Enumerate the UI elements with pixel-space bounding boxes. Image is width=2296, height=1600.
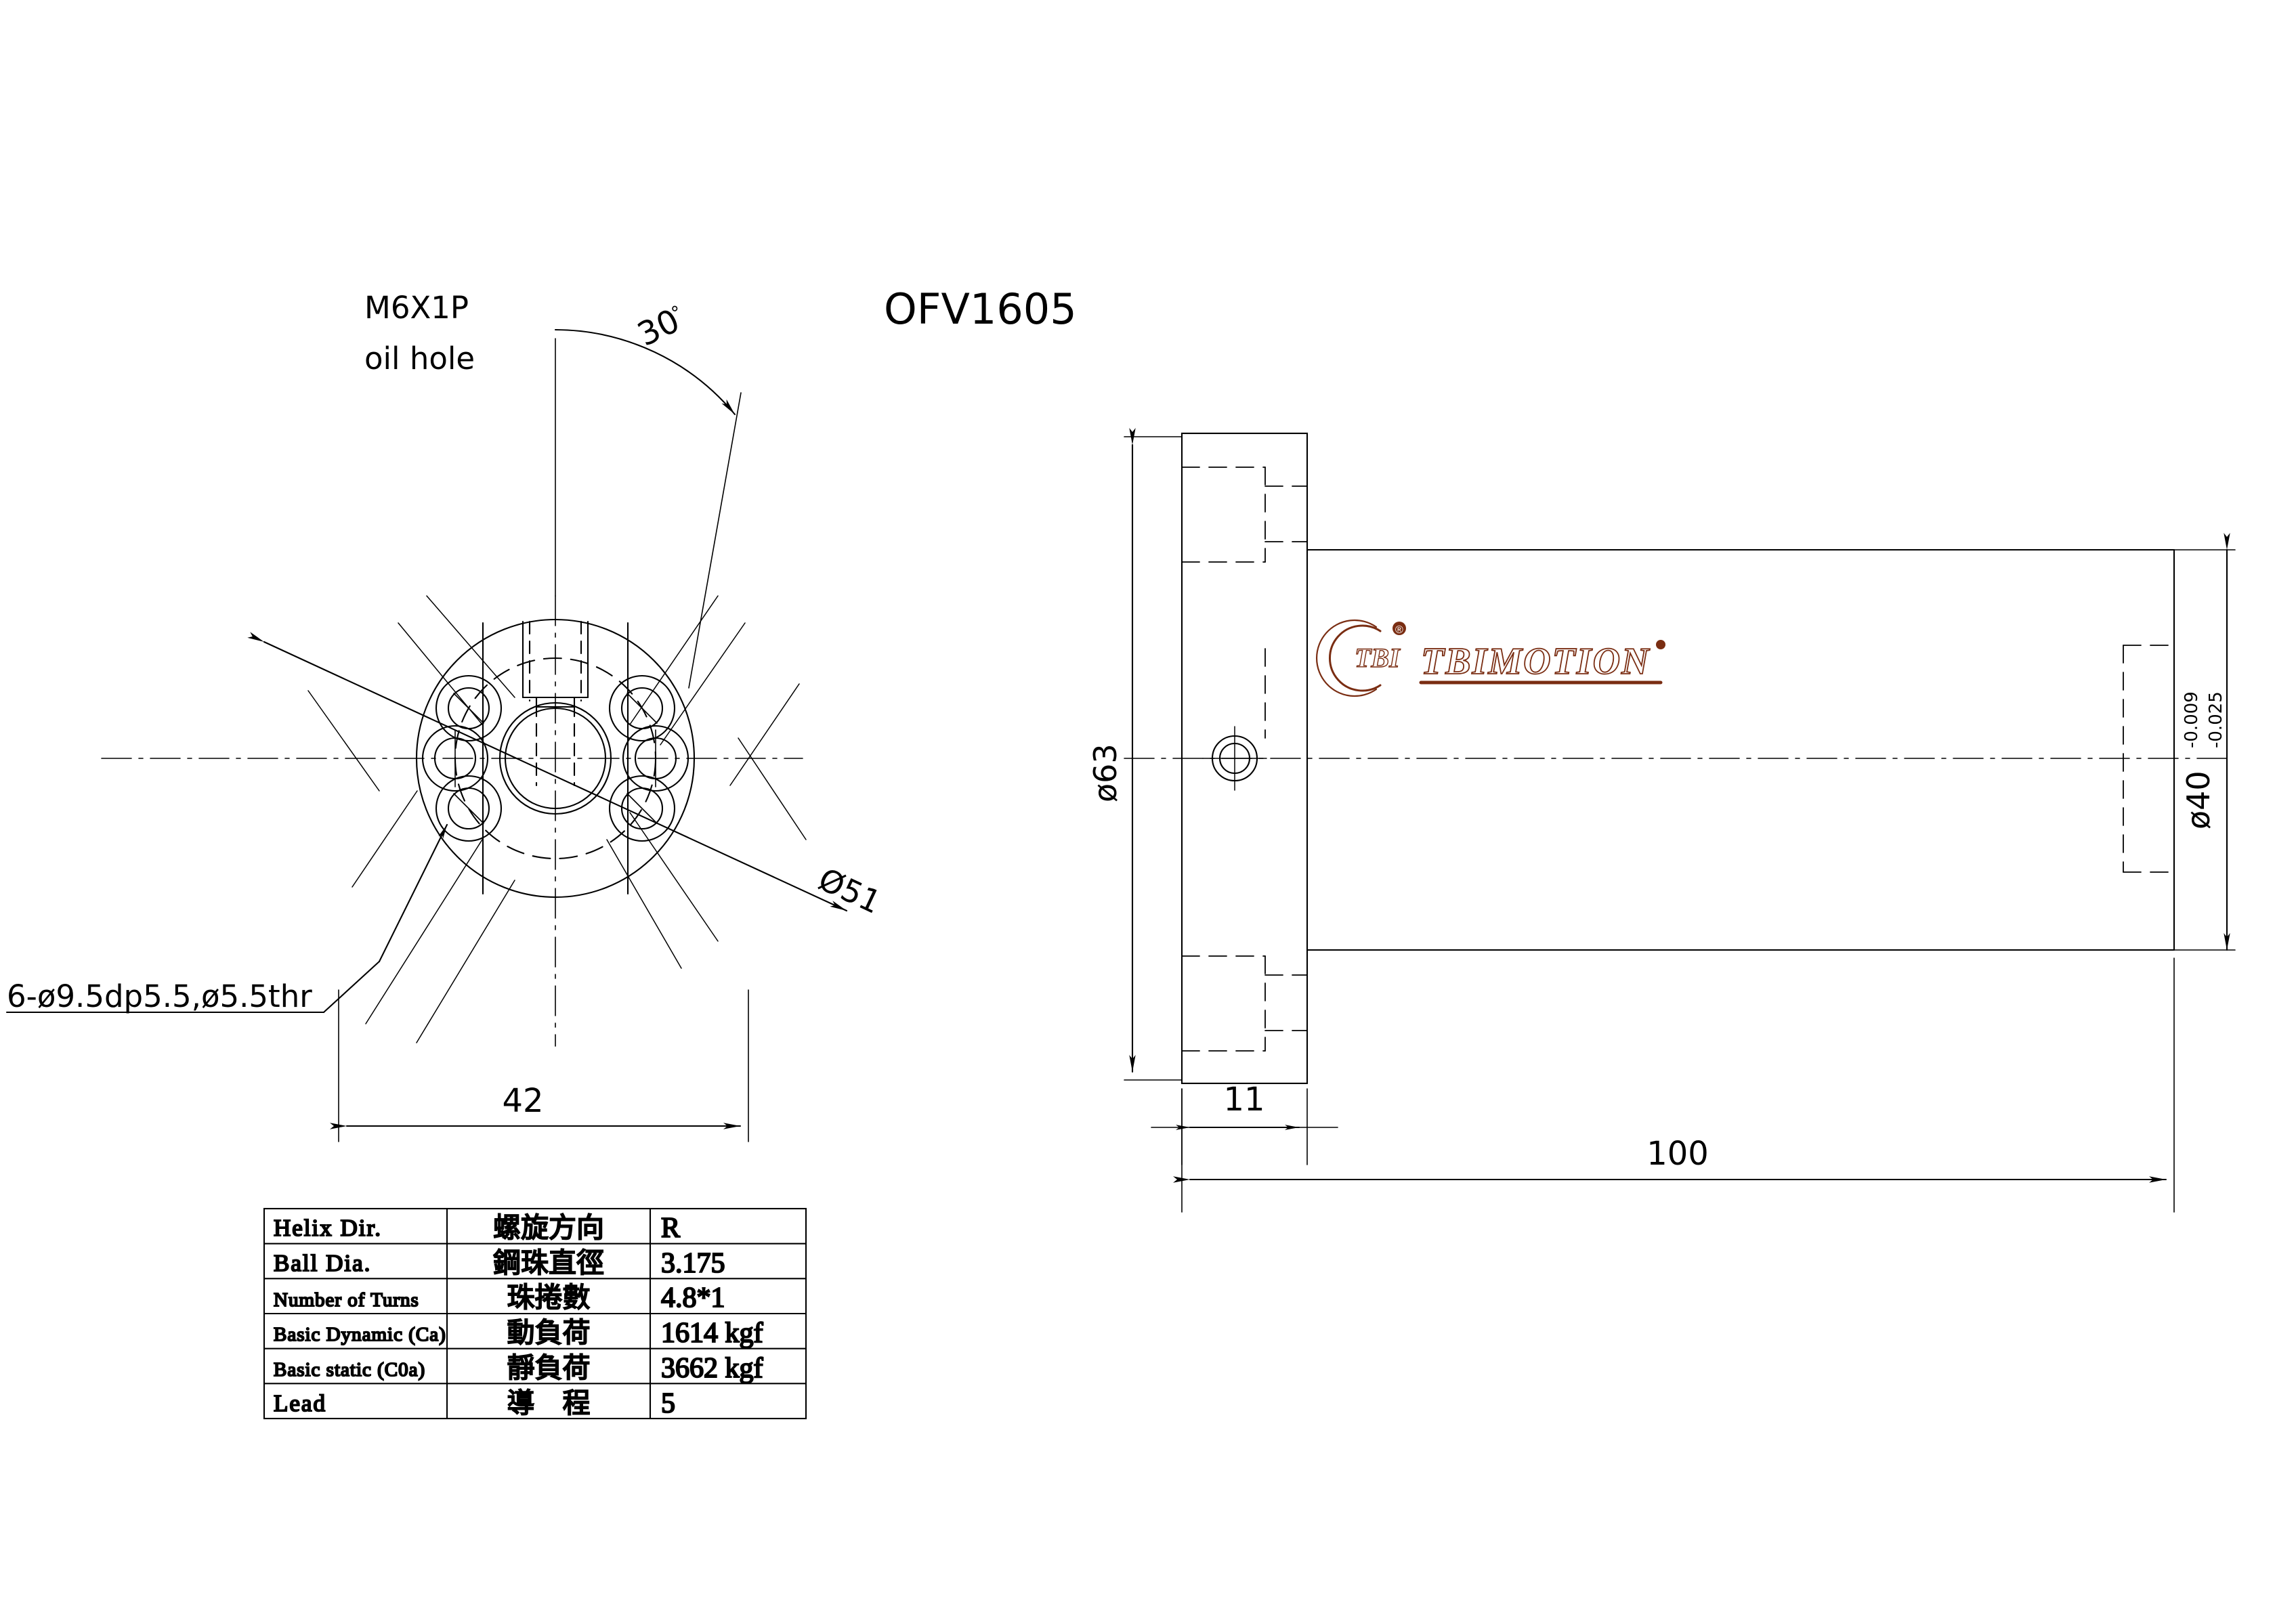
table-row: Basic static (C0a) 靜負荷 3662 kgf bbox=[273, 1352, 764, 1385]
logo-registered-icon: ® bbox=[1395, 624, 1403, 636]
angle-dimension-30 bbox=[554, 328, 742, 689]
table-cell-zh: 鋼珠直徑 bbox=[493, 1247, 604, 1278]
table-cell-zh: 珠捲數 bbox=[507, 1282, 591, 1313]
oil-hole-label-line2: oil hole bbox=[364, 341, 475, 376]
page-title: OFV1605 bbox=[884, 284, 1077, 334]
flange-front-view: M6X1P oil hole 6-ø9.5dp5.5,ø5.5thr 30 ° … bbox=[5, 290, 887, 1142]
table-row: Helix Dir. 螺旋方向 R bbox=[273, 1211, 681, 1245]
table-row: Lead 導 程 5 bbox=[273, 1387, 676, 1420]
table-cell-value: 5 bbox=[661, 1388, 675, 1419]
bolt-hole-callout-leaders bbox=[5, 595, 807, 1043]
dimension-dia40-label: ø40 bbox=[2180, 771, 2217, 829]
table-cell-en: Helix Dir. bbox=[274, 1215, 382, 1241]
logo-c-mark bbox=[1328, 624, 1382, 692]
table-row: Number of Turns 珠捲數 4.8*1 bbox=[273, 1281, 726, 1314]
nut-side-section-view: ø63 ø40 -0.009 -0.025 11 bbox=[1087, 428, 2236, 1213]
specification-table bbox=[263, 1207, 807, 1420]
table-row: Ball Dia. 鋼珠直徑 3.175 bbox=[273, 1247, 726, 1280]
dimension-100-label: 100 bbox=[1646, 1135, 1709, 1173]
table-cell-zh: 靜負荷 bbox=[507, 1352, 591, 1383]
logo-tbi-text: TBI bbox=[1355, 643, 1401, 673]
table-cell-en: Basic Dynamic (Ca) bbox=[274, 1324, 446, 1345]
table-cell-en: Lead bbox=[274, 1390, 326, 1417]
table-row: Basic Dynamic (Ca) 動負荷 1614 kgf bbox=[273, 1316, 764, 1349]
logo-wordmark: TBIMOTION bbox=[1421, 641, 1651, 683]
table-cell-en: Ball Dia. bbox=[274, 1250, 371, 1276]
table-cell-zh: 導 程 bbox=[507, 1387, 591, 1419]
dimension-11-label: 11 bbox=[1223, 1081, 1264, 1119]
table-cell-value: 3662 kgf bbox=[661, 1353, 763, 1384]
table-cell-value: R bbox=[661, 1213, 680, 1244]
nut-body-outline bbox=[1306, 548, 2175, 951]
dimension-dia63 bbox=[1124, 428, 1183, 1081]
dimension-dia40-tol-lower: -0.025 bbox=[2206, 691, 2226, 748]
bolt-hole-callout-label: 6-ø9.5dp5.5,ø5.5thr bbox=[7, 978, 312, 1014]
table-cell-zh: 動負荷 bbox=[507, 1317, 591, 1348]
flange-hidden-counterbore-lower bbox=[1181, 955, 1308, 1052]
dimension-dia40-tol-upper: -0.009 bbox=[2182, 691, 2202, 748]
logo-trailing-dot bbox=[1656, 640, 1665, 649]
table-cell-value: 3.175 bbox=[661, 1248, 725, 1279]
table-cell-value: 4.8*1 bbox=[661, 1282, 725, 1314]
bolt-circle-dia-label: Ø51 bbox=[813, 861, 887, 921]
dimension-42 bbox=[330, 989, 749, 1142]
table-cell-value: 1614 kgf bbox=[661, 1318, 763, 1349]
table-cell-zh: 螺旋方向 bbox=[493, 1212, 604, 1243]
oil-hole-side-view bbox=[1202, 648, 1267, 791]
dimension-42-label: 42 bbox=[502, 1082, 543, 1120]
tbimotion-logo: TBI ® TBIMOTION bbox=[1315, 619, 1665, 697]
table-cell-en: Basic static (C0a) bbox=[274, 1359, 425, 1381]
flange-hidden-counterbore-upper bbox=[1181, 467, 1308, 563]
bolt-circle-dim-leader bbox=[247, 632, 848, 912]
dimension-dia63-label: ø63 bbox=[1087, 743, 1124, 802]
dimension-dia40 bbox=[2173, 533, 2236, 951]
dimension-100 bbox=[1173, 957, 2175, 1213]
table-cell-en: Number of Turns bbox=[274, 1289, 419, 1311]
oil-hole-label-line1: M6X1P bbox=[364, 290, 469, 326]
